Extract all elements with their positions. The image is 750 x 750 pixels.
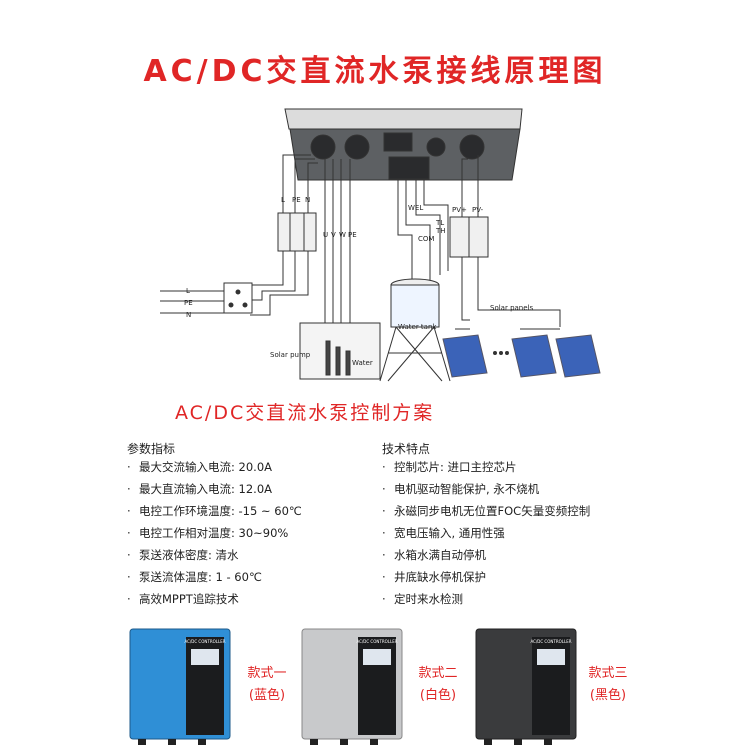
wiring-diagram: L PE N U V W PE WEL TL TH COM PV+ PV- L … (160, 108, 601, 382)
pv-label-plus: PV+ (452, 206, 467, 214)
list-item: ·电控工作相对温度: 30~90% (127, 526, 289, 540)
tech-list: ·控制芯片: 进口主控芯片 ·电机驱动智能保护, 永不烧机 ·永磁同步电机无位置… (382, 456, 590, 610)
variant-label-2: 款式二(白色) (418, 666, 458, 703)
ac-label-pe: PE (184, 299, 193, 307)
water-tank-label: Water tank (398, 323, 437, 331)
ac-label-l: L (186, 287, 190, 295)
list-item: ·永磁同步电机无位置FOC矢量变频控制 (382, 504, 591, 518)
sensor-label-tl: TL (435, 219, 444, 227)
sensor-label-th: TH (435, 227, 446, 235)
section-subtitle: AC/DC交直流水泵控制方案 (175, 402, 435, 424)
list-item: ·高效MPPT追踪技术 (127, 592, 239, 606)
pv-label-minus: PV- (472, 206, 484, 214)
breaker-label-l: L (281, 196, 285, 204)
motor-label-u: U (323, 231, 328, 239)
controller-label: AC/DC CONTROLLER (530, 639, 571, 644)
solar-pump-label: Solar pump (270, 351, 311, 359)
list-item: ·最大交流输入电流: 20.0A (127, 460, 273, 474)
list-item: ·井底缺水停机保护 (382, 570, 486, 584)
solar-panels-label: Solar panels (490, 304, 533, 312)
list-item: ·水箱水满自动停机 (382, 548, 486, 562)
motor-label-v: V (331, 231, 336, 239)
list-item: ·控制芯片: 进口主控芯片 (382, 460, 517, 474)
variant-label-1: 款式一(蓝色) (247, 666, 287, 703)
controller-label: AC/DC CONTROLLER (184, 639, 225, 644)
list-item: ·宽电压输入, 通用性强 (382, 526, 505, 540)
list-item: ·电控工作环境温度: -15 ~ 60℃ (127, 504, 302, 518)
params-list: ·最大交流输入电流: 20.0A ·最大直流输入电流: 12.0A ·电控工作环… (127, 456, 302, 610)
motor-label-w: W (339, 231, 346, 239)
variant-label-3: 款式三(黑色) (588, 666, 628, 703)
controller-image-white: AC/DC CONTROLLER (301, 628, 403, 745)
tech-heading: 技术特点 (382, 442, 431, 456)
motor-label-pe: PE (348, 231, 357, 239)
breaker-label-pe: PE (292, 196, 301, 204)
page-title: AC/DC交直流水泵接线原理图 (143, 54, 607, 89)
sensor-label-wel: WEL (408, 204, 423, 212)
list-item: ·泵送流体温度: 1 - 60℃ (127, 570, 262, 584)
list-item: ·最大直流输入电流: 12.0A (127, 482, 273, 496)
controller-image-blue: AC/DC CONTROLLER (129, 628, 231, 745)
ac-label-n: N (186, 311, 191, 319)
list-item: ·泵送液体密度: 清水 (127, 548, 239, 562)
list-item: ·电机驱动智能保护, 永不烧机 (382, 482, 540, 496)
list-item: ·定时来水检测 (382, 592, 463, 606)
water-label: Water (352, 359, 373, 367)
params-heading: 参数指标 (127, 442, 176, 456)
controller-label: AC/DC CONTROLLER (356, 639, 397, 644)
breaker-label-n: N (305, 196, 310, 204)
sensor-label-com: COM (418, 235, 434, 243)
controller-image-black: AC/DC CONTROLLER (475, 628, 577, 745)
